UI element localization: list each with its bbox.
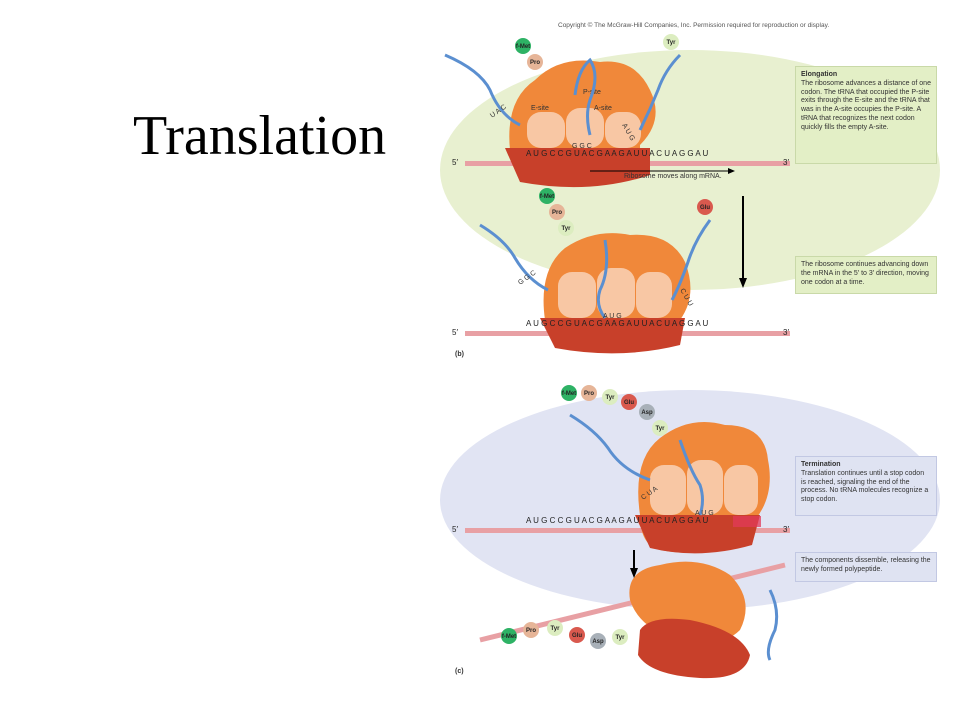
advancing-text: The ribosome continues advancing down th… — [801, 261, 929, 286]
panel-label-b: (b) — [455, 351, 464, 358]
aa-glu-2: Glu — [700, 205, 710, 211]
mrna-3prime-3: 3′ — [783, 525, 789, 534]
aa-pro-1: Pro — [530, 60, 540, 66]
mrna-5prime-3: 5′ — [452, 525, 458, 534]
amino-acid-chain-1: f-Met Pro Tyr — [515, 34, 679, 70]
stop-codon-highlight — [733, 516, 761, 527]
site-label-a: A-site — [594, 105, 612, 112]
ribosome-3 — [635, 421, 770, 554]
elongation-text: The ribosome advances a distance of one … — [801, 79, 931, 131]
anticodon-aug-2: A U G — [603, 313, 622, 320]
aa-tyr-3b: Tyr — [656, 426, 666, 432]
amino-acid-chain-3: f-Met Pro Tyr Glu Asp Tyr — [561, 385, 668, 436]
ribosome-2 — [540, 233, 691, 354]
slide-title: Translation — [133, 105, 387, 167]
aa-pro-3: Pro — [584, 391, 594, 397]
termination-box: Termination Translation continues until … — [795, 456, 937, 516]
trna-ribbons — [444, 53, 779, 661]
aa-pro-2: Pro — [552, 210, 562, 216]
aa-tyr-1: Tyr — [667, 40, 677, 46]
anticodon-ggc-2: G G C — [517, 270, 537, 287]
aa-tyr-4a: Tyr — [551, 626, 561, 632]
panel-label-c: (c) — [455, 668, 464, 675]
mrna-3prime-2: 3′ — [783, 328, 789, 337]
mrna-5prime-2: 5′ — [452, 328, 458, 337]
mrna-sequence-3: A U G C C G U A C G A A G A U U A C U A … — [526, 516, 709, 525]
amino-acid-chain-2: f-Met Pro Tyr Glu — [539, 188, 713, 236]
amino-acid-chain-released: f-Met Pro Tyr Glu Asp Tyr — [501, 620, 628, 649]
down-arrow-1-head — [739, 278, 747, 288]
down-arrow-2-head — [630, 568, 638, 578]
elongation-heading: Elongation — [801, 71, 838, 78]
site-label-e: E-site — [531, 105, 549, 112]
ribosome-moves-note: Ribosome moves along mRNA. — [624, 173, 722, 180]
termination-heading: Termination — [801, 461, 841, 468]
ribosome-direction-arrowhead — [728, 168, 735, 174]
aa-tyr-3a: Tyr — [606, 395, 616, 401]
anticodon-ggc: G G C — [572, 143, 592, 150]
aa-pro-4: Pro — [526, 628, 536, 634]
ribosome-1 — [505, 60, 656, 188]
aa-fmet-2: f-Met — [540, 194, 554, 200]
termination-text: Translation continues until a stop codon… — [801, 469, 929, 503]
aa-fmet-3: f-Met — [562, 391, 576, 397]
dissemble-box: The components dissemble, releasing the … — [795, 552, 937, 582]
aa-asp-4: Asp — [592, 639, 604, 645]
mrna-3prime-1: 3′ — [783, 158, 789, 167]
mrna-strand-3 — [465, 528, 790, 533]
aa-tyr-2: Tyr — [562, 226, 572, 232]
aa-glu-4: Glu — [572, 633, 582, 639]
elongation-box: Elongation The ribosome advances a dista… — [795, 66, 937, 164]
advancing-box: The ribosome continues advancing down th… — [795, 256, 937, 294]
mrna-5prime-1: 5′ — [452, 158, 458, 167]
dissemble-text: The components dissemble, releasing the … — [801, 557, 931, 573]
mrna-sequence-1: A U G C C G U A C G A A G A U U A C U A … — [526, 149, 709, 158]
aa-fmet-4: f-Met — [502, 634, 516, 640]
aa-tyr-4b: Tyr — [616, 635, 626, 641]
aa-glu-3: Glu — [624, 400, 634, 406]
anticodon-aug-3: A U G — [695, 510, 714, 517]
aa-fmet-1: f-Met — [516, 44, 530, 50]
aa-asp-3: Asp — [641, 410, 653, 416]
copyright-notice: Copyright © The McGraw-Hill Companies, I… — [558, 22, 830, 29]
mrna-sequence-2: A U G C C G U A C G A A G A U U A C U A … — [526, 319, 709, 328]
ribosome-dissembled — [629, 561, 750, 679]
